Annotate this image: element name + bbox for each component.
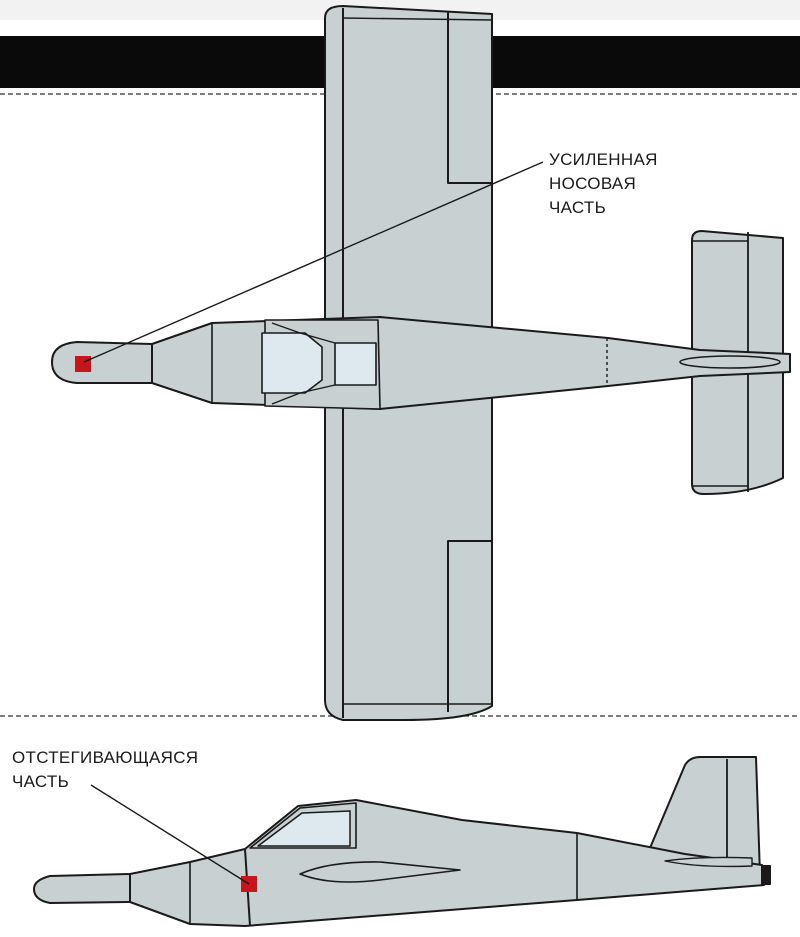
reinforced-nose-label-line1: УСИЛЕННАЯ <box>549 150 658 169</box>
detachable-label-line2: ЧАСТЬ <box>12 772 69 791</box>
side-spinner <box>33 873 131 904</box>
side-wing-root <box>299 861 461 883</box>
side-horizontal-stabilizer <box>664 856 753 868</box>
vertical-fin <box>644 756 761 876</box>
wing-tip-seam-upper <box>342 17 493 21</box>
nose-spinner <box>51 341 153 384</box>
reinforced-nose-callout-line <box>83 161 544 363</box>
reinforced-nose-marker <box>75 356 91 372</box>
side-view <box>33 756 771 927</box>
aileron-upper <box>447 12 492 184</box>
tail-tip <box>761 865 771 885</box>
top-view <box>51 5 791 721</box>
canopy-strut-upper <box>271 322 336 344</box>
reinforced-nose-label-line2: НОСОВАЯ <box>549 174 636 193</box>
canopy-strut-lower <box>271 384 336 405</box>
fin-top <box>679 355 781 369</box>
reinforced-nose-label-line3: ЧАСТЬ <box>549 198 606 217</box>
cockpit-rear-glass <box>334 342 377 386</box>
cockpit-front-glass <box>261 332 323 394</box>
aileron-lower <box>447 540 492 712</box>
side-canopy-glass <box>257 810 351 847</box>
detachable-label-line1: ОТСТЕГИВАЮЩАЯСЯ <box>12 748 198 767</box>
detachable-callout-line <box>90 784 250 885</box>
